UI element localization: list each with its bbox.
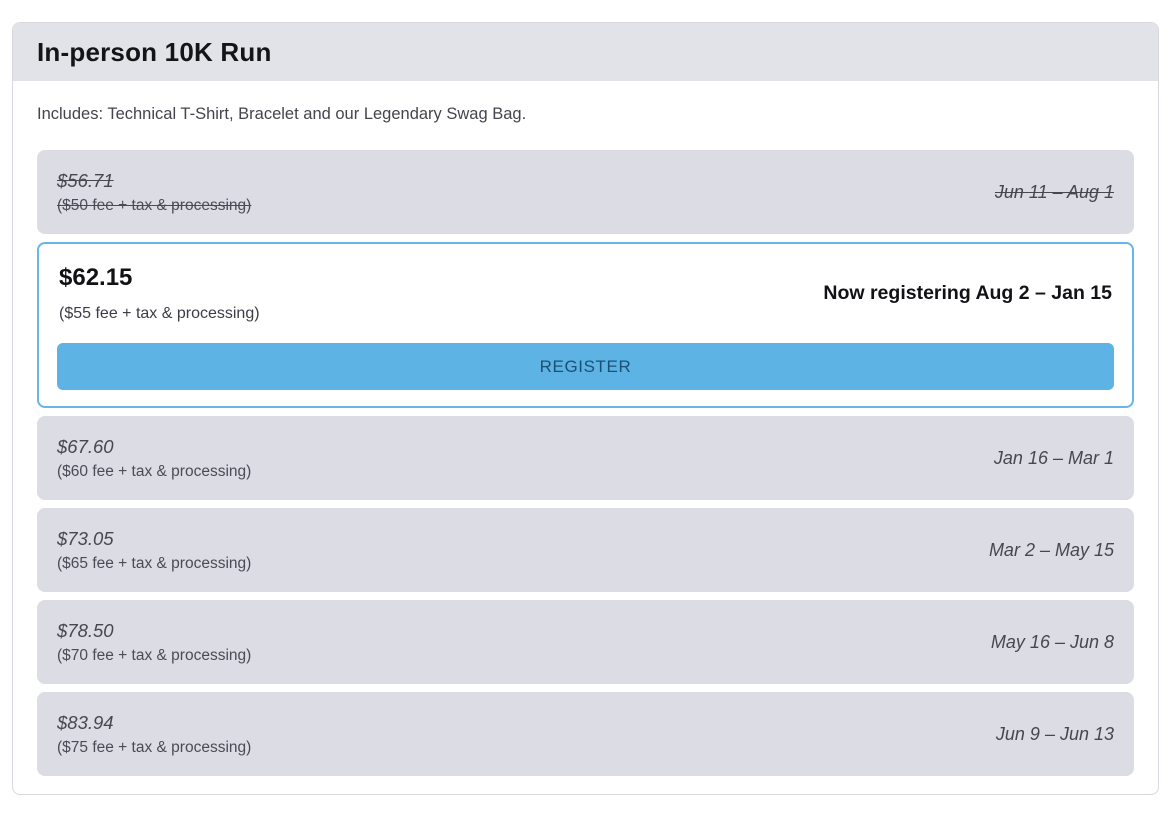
tier-price-block: $56.71 ($50 fee + tax & processing) [57, 170, 251, 215]
pricing-card: In-person 10K Run Includes: Technical T-… [12, 22, 1159, 795]
tier-row-active: $62.15 ($55 fee + tax & processing) Now … [37, 242, 1134, 408]
tier-dates: Jun 11 – Aug 1 [994, 181, 1114, 202]
tier-row-future: $73.05 ($65 fee + tax & processing) Mar … [37, 508, 1134, 592]
card-header: In-person 10K Run [13, 23, 1158, 81]
tier-dates: Now registering Aug 2 – Jan 15 [823, 282, 1112, 304]
tier-row-past: $56.71 ($50 fee + tax & processing) Jun … [37, 150, 1134, 234]
tier-price: $62.15 [59, 264, 133, 291]
register-button[interactable]: REGISTER [57, 343, 1114, 390]
tier-price-block: $62.15 ($55 fee + tax & processing) [59, 264, 260, 323]
tier-price: $56.71 [57, 169, 114, 191]
tier-row-future: $67.60 ($60 fee + tax & processing) Jan … [37, 416, 1134, 500]
tier-price: $73.05 [57, 527, 114, 549]
page-title: In-person 10K Run [37, 37, 272, 67]
tier-fee: ($65 fee + tax & processing) [57, 554, 252, 572]
tier-price-block: $67.60 ($60 fee + tax & processing) [57, 436, 251, 481]
tier-row-future: $78.50 ($70 fee + tax & processing) May … [37, 600, 1134, 684]
tier-price: $78.50 [57, 619, 114, 641]
tier-price: $83.94 [57, 711, 114, 733]
tier-price: $67.60 [57, 435, 114, 457]
tier-fee: ($55 fee + tax & processing) [59, 305, 260, 322]
tier-price-block: $78.50 ($70 fee + tax & processing) [57, 620, 251, 665]
tier-row-future: $83.94 ($75 fee + tax & processing) Jun … [37, 692, 1134, 776]
includes-text: Includes: Technical T-Shirt, Bracelet an… [37, 105, 527, 123]
tier-fee: ($75 fee + tax & processing) [57, 738, 252, 756]
tier-dates: May 16 – Jun 8 [990, 631, 1114, 652]
tier-fee: ($70 fee + tax & processing) [57, 646, 252, 664]
tier-fee: ($50 fee + tax & processing) [57, 196, 252, 214]
tier-fee: ($60 fee + tax & processing) [57, 462, 252, 480]
tier-dates: Jan 16 – Mar 1 [993, 447, 1114, 468]
active-tier-info: $62.15 ($55 fee + tax & processing) Now … [57, 264, 1114, 323]
tier-price-block: $73.05 ($65 fee + tax & processing) [57, 528, 251, 573]
tier-dates: Jun 9 – Jun 13 [995, 723, 1114, 744]
card-body: Includes: Technical T-Shirt, Bracelet an… [13, 81, 1158, 776]
tier-price-block: $83.94 ($75 fee + tax & processing) [57, 712, 251, 757]
tier-dates: Mar 2 – May 15 [988, 539, 1114, 560]
